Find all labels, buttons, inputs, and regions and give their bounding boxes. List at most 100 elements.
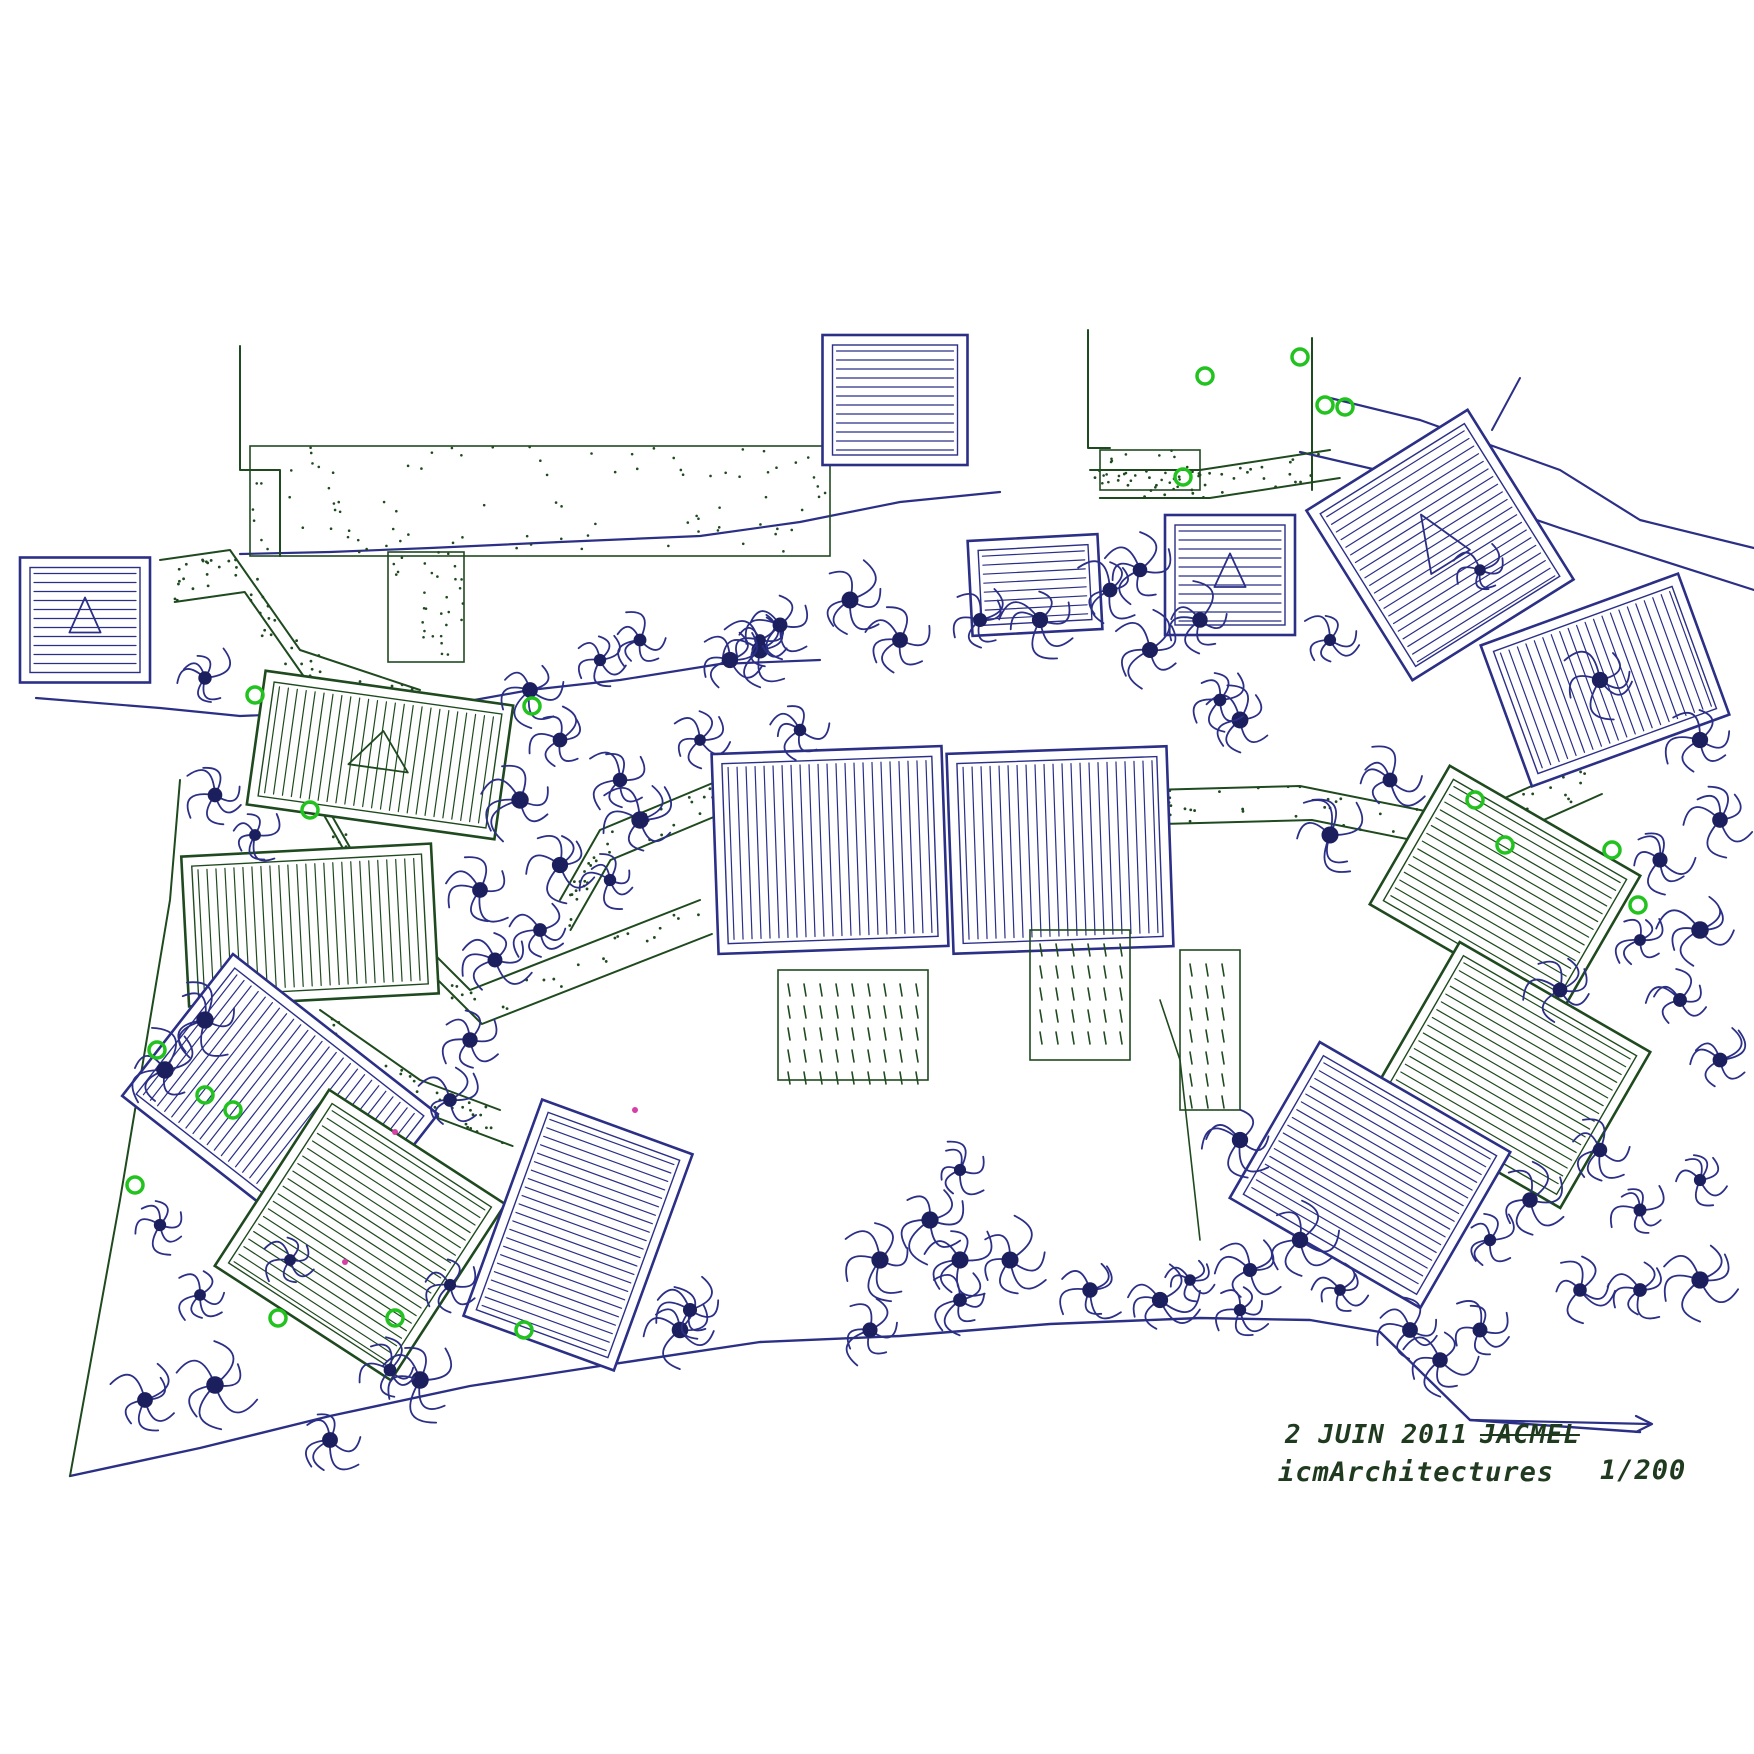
gravel-dot (1176, 485, 1179, 489)
planting-tick (1189, 1073, 1193, 1087)
gravel-dot (406, 464, 410, 468)
shrub-scribble (589, 751, 646, 811)
gravel-dot (460, 993, 464, 997)
shrub-core (1402, 1322, 1418, 1338)
gravel-dot (201, 559, 205, 563)
roof-rafter (503, 1245, 629, 1293)
planting-tick (1087, 987, 1091, 1001)
roof-rafter (1413, 1048, 1582, 1146)
gravel-dot (1294, 814, 1298, 818)
roof-rafter (413, 857, 421, 981)
tree-shrub-icon (480, 764, 549, 843)
roof-rafter (1273, 1148, 1442, 1246)
roof-rafter (982, 559, 1086, 566)
planting-tick (1221, 1095, 1225, 1109)
roof-rafter (1007, 765, 1015, 939)
gravel-dot (485, 1126, 488, 1130)
planting-tick (867, 983, 871, 997)
gravel-dot (175, 598, 179, 602)
gravel-dot (227, 559, 231, 563)
gravel-dot (482, 503, 486, 507)
planting-tick (1119, 965, 1123, 979)
gravel-dot (708, 787, 712, 791)
gravel-dot (1342, 823, 1346, 827)
roof-rafter (1088, 762, 1096, 936)
planting-tick (851, 1027, 855, 1041)
tree-shrub-icon (577, 634, 627, 688)
roof-rafter (350, 861, 358, 985)
tree-shrub-icon (1664, 709, 1731, 773)
roof-rafter (1354, 476, 1494, 564)
gravel-dot (586, 534, 590, 537)
planting-tick (1103, 1009, 1107, 1023)
tree-shrub-icon (1192, 672, 1245, 733)
gravel-dot (267, 616, 271, 620)
gravel-dot (439, 612, 443, 615)
roof-rafter (1417, 848, 1585, 946)
gravel-dot (1101, 481, 1104, 485)
roof-rafter (234, 1046, 330, 1168)
shrub-scribble (1522, 957, 1590, 1023)
tree-shrub-icon (445, 856, 509, 923)
planting-tick (787, 1071, 791, 1085)
shrub-scribble (984, 1214, 1047, 1295)
gravel-dot (460, 618, 463, 622)
gravel-dot (358, 680, 362, 683)
roof-rafter (1435, 817, 1603, 915)
gravel-dot (1110, 457, 1113, 461)
gravel-dot (177, 567, 181, 571)
lot-line (239, 345, 281, 557)
shrub-core (1573, 1283, 1587, 1297)
gravel-dot (1203, 483, 1207, 487)
gravel-dot (775, 466, 778, 469)
roof-rafter (512, 1220, 638, 1267)
shrub-scribble (1454, 1300, 1510, 1356)
roof-rafter (1601, 615, 1645, 732)
planting-tick (1087, 943, 1091, 957)
gravel-dot (440, 652, 444, 656)
gravel-dot (327, 486, 331, 490)
gravel-dot (610, 830, 614, 834)
tree-shrub-icon (305, 1413, 362, 1471)
tree-shrub-icon (417, 1066, 479, 1125)
roof-rafter (344, 697, 361, 805)
garden-bed-outline (1029, 929, 1131, 1061)
gravel-dot (251, 508, 255, 511)
roof-rafter (308, 692, 325, 800)
tree-shrub-icon (461, 932, 533, 991)
tree-shrub-icon (932, 1272, 986, 1337)
gravel-dot (424, 607, 428, 610)
shrub-core (1233, 1303, 1247, 1317)
gravel-dot (451, 541, 455, 545)
roof-rafter (1409, 1055, 1577, 1154)
gravel-dot (1117, 474, 1121, 478)
gravel-dot (249, 598, 253, 602)
shrub-scribble (932, 1272, 986, 1337)
gravel-dot (400, 1068, 404, 1072)
roof-rafter (287, 1178, 442, 1279)
planting-tick (1119, 1009, 1123, 1023)
roof-rafter (754, 765, 762, 940)
roof-rafter (335, 696, 352, 804)
shrub-core (603, 873, 617, 887)
shrub-core (951, 1251, 969, 1269)
tree-shrub-icon (578, 853, 634, 910)
roof-rafter (1618, 609, 1662, 726)
planting-tick (819, 1071, 823, 1085)
gravel-dot (602, 957, 605, 961)
roof-eave (1242, 1054, 1498, 1296)
planting-tick (803, 983, 807, 997)
shrub-core (1031, 611, 1049, 629)
shrub-core (383, 1363, 397, 1377)
gravel-dot (816, 485, 820, 488)
courtyard-outline (1099, 449, 1201, 491)
roof-plans (18, 333, 1731, 1383)
shrub-scribble (1470, 1213, 1515, 1266)
gravel-dot (583, 870, 586, 873)
road-edge-line (238, 490, 1002, 556)
shrub-core (921, 1211, 939, 1229)
gravel-dot (455, 985, 459, 988)
gravel-dot (217, 565, 221, 569)
roof-rafter (1269, 1155, 1437, 1254)
roof-rafter (1412, 567, 1551, 655)
